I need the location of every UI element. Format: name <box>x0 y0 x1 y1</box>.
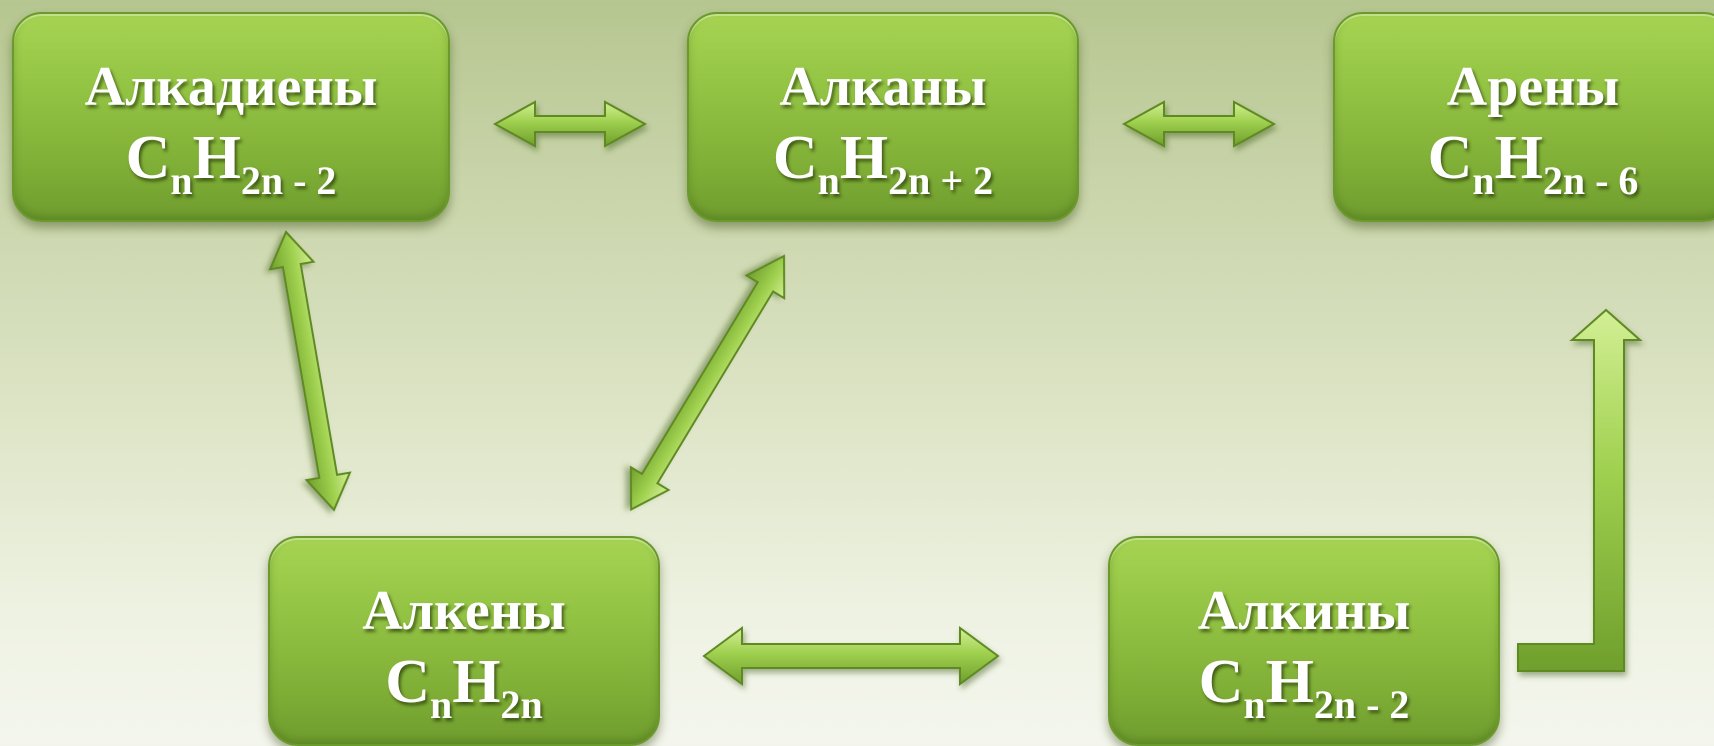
node-arenes-name: Арены <box>1446 56 1620 118</box>
arrow-alkenes-alkynes <box>702 626 1000 686</box>
node-alkynes-formula: CnH2n - 2 <box>1198 648 1410 727</box>
node-alkenes-name: Алкены <box>362 580 566 642</box>
node-alkadienes-name: Алкадиены <box>84 56 378 118</box>
arrow-alkanes-alkenes <box>629 254 786 512</box>
node-alkanes: Алканы CnH2n + 2 <box>687 12 1079 222</box>
node-alkadienes-formula: CnH2n - 2 <box>125 124 337 203</box>
node-alkadienes: Алкадиены CnH2n - 2 <box>12 12 450 222</box>
node-arenes: Арены CnH2n - 6 <box>1333 12 1714 222</box>
arrow-alkadienes-alkenes <box>268 230 352 512</box>
node-arenes-formula: CnH2n - 6 <box>1427 124 1639 203</box>
node-alkynes-name: Алкины <box>1197 580 1411 642</box>
arrow-alkynes-arenes <box>1517 308 1643 672</box>
node-alkanes-formula: CnH2n + 2 <box>772 124 994 203</box>
node-alkenes: Алкены CnH2n <box>268 536 660 746</box>
node-alkynes: Алкины CnH2n - 2 <box>1108 536 1500 746</box>
arrow-alkadienes-alkanes <box>492 100 648 148</box>
node-alkanes-name: Алканы <box>779 56 987 118</box>
node-alkenes-formula: CnH2n <box>385 648 543 727</box>
arrow-alkanes-arenes <box>1121 100 1277 148</box>
